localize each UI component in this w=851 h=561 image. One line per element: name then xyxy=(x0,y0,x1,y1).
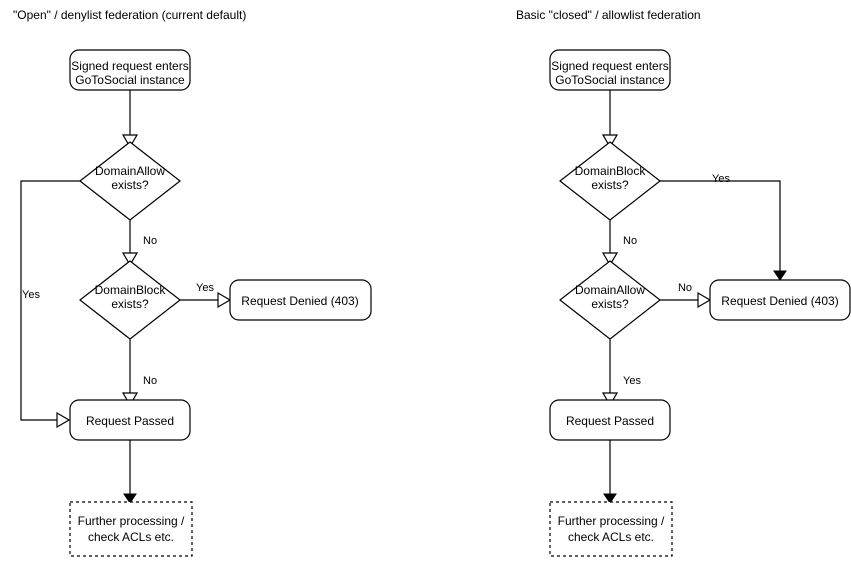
node-denied-label: Request Denied (403) xyxy=(241,294,358,308)
node-decision-domainblock[interactable]: DomainBlock exists? xyxy=(79,260,181,340)
edge-label-domainallow-yes: Yes xyxy=(623,375,641,387)
node-decision-domainblock-line2: exists? xyxy=(591,178,629,192)
node-decision-domainallow-line2: exists? xyxy=(111,178,149,192)
edge-start-to-domainallow xyxy=(121,90,139,149)
node-denied-label: Request Denied (403) xyxy=(721,294,838,308)
node-further-line1: Further processing / xyxy=(78,514,185,528)
edge-domainblock-no-allowlist: No xyxy=(601,220,637,267)
node-request-passed-denylist[interactable]: Request Passed xyxy=(69,399,191,441)
node-request-passed-allowlist[interactable]: Request Passed xyxy=(549,399,671,441)
node-further-line2: check ACLs etc. xyxy=(568,530,654,544)
node-decision-domainblock-line2: exists? xyxy=(111,297,149,311)
node-passed-label: Request Passed xyxy=(86,414,174,428)
node-decision-domainallow[interactable]: DomainAllow exists? xyxy=(79,141,181,221)
node-decision-domainallow-line2: exists? xyxy=(591,297,629,311)
node-further-shape xyxy=(69,501,193,557)
arrowhead-open-icon xyxy=(601,392,619,407)
arrowhead-open-icon xyxy=(601,134,619,149)
diagram-title-allowlist: Basic "closed" / allowlist federation xyxy=(516,8,701,22)
node-further-processing-allowlist[interactable]: Further processing / check ACLs etc. xyxy=(549,501,673,557)
node-start-line1: Signed request enters xyxy=(551,59,668,73)
arrowhead-solid-icon xyxy=(773,270,787,281)
edge-domainallow-no-allowlist: No xyxy=(660,282,712,309)
node-decision-domainblock-line1: DomainBlock xyxy=(575,164,647,178)
diagram-allowlist: Basic "closed" / allowlist federation Si… xyxy=(516,8,851,557)
node-request-denied-allowlist[interactable]: Request Denied (403) xyxy=(709,279,851,321)
arrowhead-open-icon xyxy=(697,291,712,309)
edge-domainallow-no: No xyxy=(121,220,157,267)
edge-domainblock-yes: Yes xyxy=(180,282,232,309)
node-start-line1: Signed request enters xyxy=(71,59,188,73)
edge-passed-to-further xyxy=(123,440,137,504)
diagram-denylist: "Open" / denylist federation (current de… xyxy=(13,8,372,557)
node-decision-domainblock-line1: DomainBlock xyxy=(95,283,167,297)
arrowhead-open-icon xyxy=(56,411,71,429)
node-further-processing-denylist[interactable]: Further processing / check ACLs etc. xyxy=(69,501,193,557)
node-further-shape xyxy=(549,501,673,557)
arrowhead-solid-icon xyxy=(123,493,137,504)
node-start-allowlist[interactable]: Signed request enters GoToSocial instanc… xyxy=(549,49,671,91)
node-decision-domainallow-allowlist[interactable]: DomainAllow exists? xyxy=(559,260,661,340)
edge-label-domainblock-no: No xyxy=(143,375,157,387)
edge-label-domainblock-yes: Yes xyxy=(712,173,730,185)
node-start-line2: GoToSocial instance xyxy=(555,73,665,87)
edge-domainblock-yes-allowlist: Yes xyxy=(660,173,787,281)
node-start-line2: GoToSocial instance xyxy=(75,73,185,87)
edge-label-domainallow-yes: Yes xyxy=(22,289,40,301)
arrowhead-solid-icon xyxy=(603,493,617,504)
diagram-title-denylist: "Open" / denylist federation (current de… xyxy=(13,8,246,22)
node-further-line2: check ACLs etc. xyxy=(88,530,174,544)
arrowhead-open-icon xyxy=(217,291,232,309)
node-decision-domainallow-line1: DomainAllow xyxy=(575,283,645,297)
node-further-line1: Further processing / xyxy=(558,514,665,528)
edge-label-domainallow-no: No xyxy=(143,235,157,247)
node-denied-shape xyxy=(229,279,372,321)
edge-label-domainallow-no: No xyxy=(678,282,692,294)
node-passed-label: Request Passed xyxy=(566,414,654,428)
arrowhead-open-icon xyxy=(121,134,139,149)
node-decision-domainblock-allowlist[interactable]: DomainBlock exists? xyxy=(559,141,661,221)
edge-domainblock-no: No xyxy=(121,339,157,407)
edge-label-domainblock-no: No xyxy=(623,235,637,247)
node-denied-shape xyxy=(709,279,851,321)
node-decision-domainallow-line1: DomainAllow xyxy=(95,164,165,178)
node-start-denylist[interactable]: Signed request enters GoToSocial instanc… xyxy=(69,49,191,91)
edge-passed-to-further-allowlist xyxy=(603,440,617,504)
arrowhead-open-icon xyxy=(121,252,139,267)
node-request-denied-denylist[interactable]: Request Denied (403) xyxy=(229,279,372,321)
edge-start-to-domainblock xyxy=(601,90,619,149)
arrowhead-open-icon xyxy=(121,392,139,407)
edge-domainallow-yes: Yes xyxy=(20,180,80,429)
arrowhead-open-icon xyxy=(601,252,619,267)
edge-label-domainblock-yes: Yes xyxy=(196,282,214,294)
edge-domainallow-yes-allowlist: Yes xyxy=(601,339,641,407)
